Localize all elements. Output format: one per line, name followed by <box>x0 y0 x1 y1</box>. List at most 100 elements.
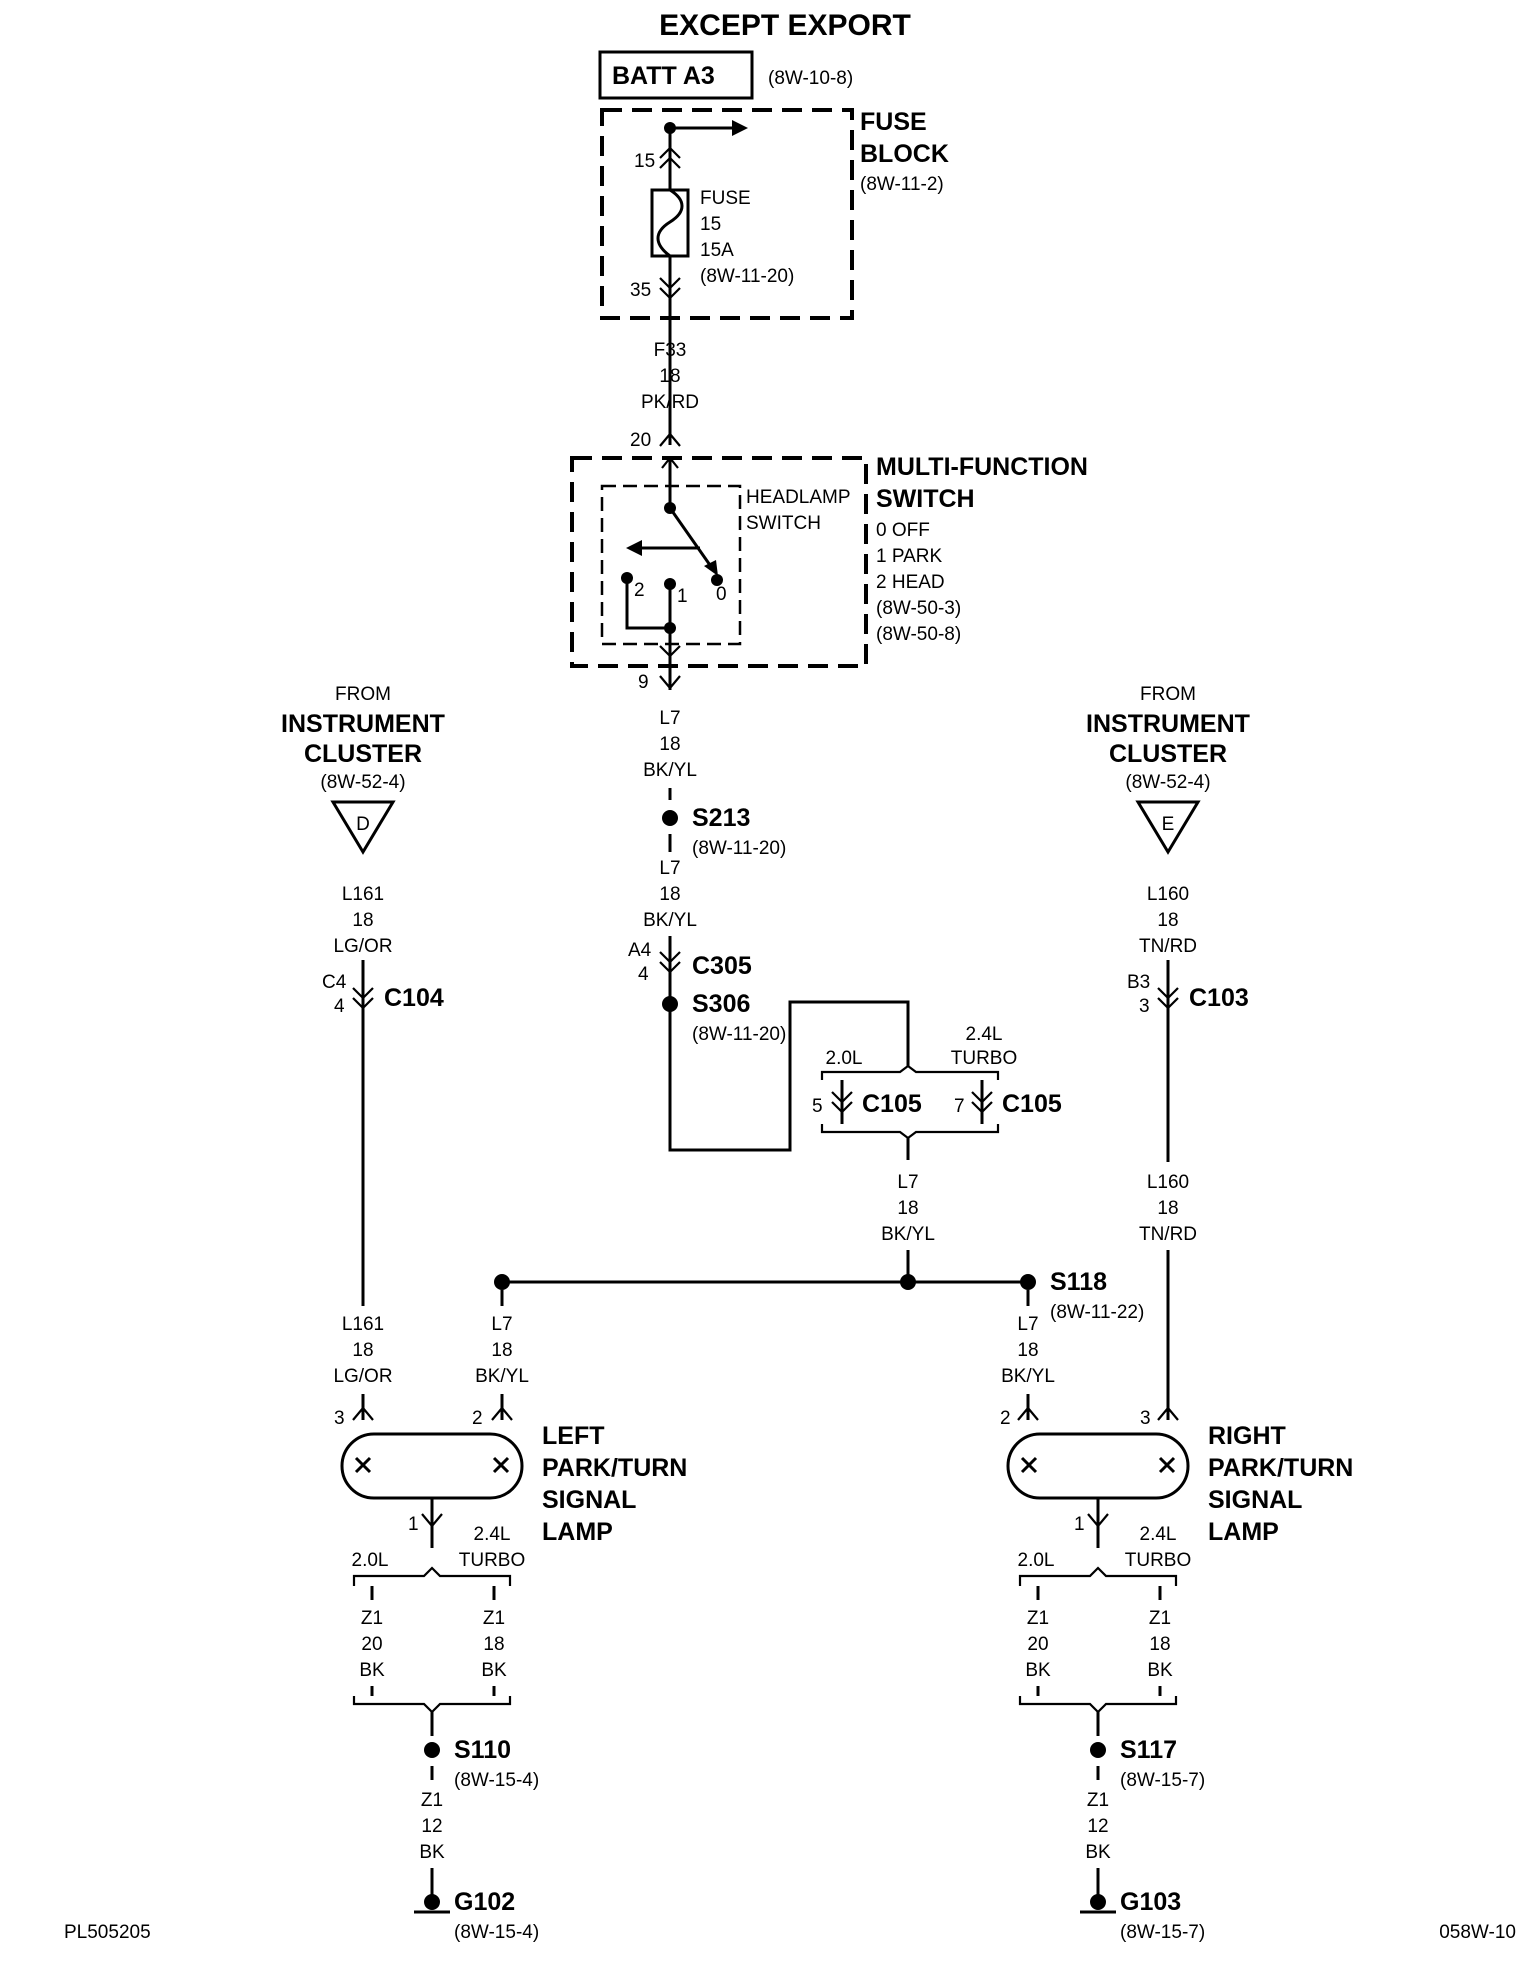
left-lamp-bulb-1 <box>354 1456 372 1474</box>
right-lamp-label-3: SIGNAL <box>1208 1486 1302 1514</box>
right-lamp-body <box>1006 1432 1190 1500</box>
fuse-block-ref: (8W-11-2) <box>860 174 944 195</box>
s213-ref: (8W-11-20) <box>692 838 786 859</box>
fuse-out-connector <box>659 277 681 300</box>
left-lamp-pin3-connector <box>352 1406 374 1421</box>
mfs-opt-1: 1 PARK <box>876 546 943 567</box>
s110-ref: (8W-15-4) <box>454 1770 539 1791</box>
right-lamp-bulb-2 <box>1158 1456 1176 1474</box>
diagram-title: EXCEPT EXPORT <box>659 9 911 42</box>
switch-out-arrow <box>659 645 681 658</box>
switch-contact-0 <box>711 574 723 586</box>
wire-l7c-gauge: 18 <box>897 1198 918 1219</box>
left-ground-wb-color: BK <box>481 1660 507 1681</box>
ic-left-from: FROM <box>335 684 391 705</box>
c105-bottom-bracket <box>820 1124 1000 1140</box>
wire-l7-right-gauge: 18 <box>1017 1340 1038 1361</box>
ic-left-label-1: INSTRUMENT <box>281 710 445 738</box>
wire-l7b-color: BK/YL <box>643 910 697 931</box>
fuse-block-label-1: FUSE <box>860 108 927 136</box>
g102-label: G102 <box>454 1888 515 1916</box>
g103-ref: (8W-15-7) <box>1120 1922 1205 1943</box>
left-ground-opt-b1: 2.4L <box>474 1524 511 1545</box>
batt-label: BATT A3 <box>612 62 715 90</box>
mfs-out-connector <box>659 675 681 690</box>
right-ground-wa-code: Z1 <box>1027 1608 1049 1629</box>
c305-pin-b: 4 <box>638 964 649 985</box>
right-ground-wb-code: Z1 <box>1149 1608 1171 1629</box>
connector-c104 <box>352 987 374 1010</box>
left-ground-wa-code: Z1 <box>361 1608 383 1629</box>
wire-f33-color: PK/RD <box>641 392 699 413</box>
c105-connector-b <box>971 1091 993 1114</box>
ic-right-label-1: INSTRUMENT <box>1086 710 1250 738</box>
left-ground-wc-color: BK <box>419 1842 445 1863</box>
c104-pin-a: C4 <box>322 972 347 993</box>
ic-right-from: FROM <box>1140 684 1196 705</box>
mfs-outline <box>570 456 868 668</box>
splice-s118 <box>1020 1274 1036 1290</box>
mfs-ref-2: (8W-50-8) <box>876 624 961 645</box>
wire-l7c-color: BK/YL <box>881 1224 935 1245</box>
ic-left-letter: D <box>356 814 370 835</box>
left-lamp-pin1: 1 <box>408 1514 419 1535</box>
headlamp-sub-2: SWITCH <box>746 513 821 534</box>
c105-label-a: C105 <box>862 1090 922 1118</box>
connector-c305 <box>659 951 681 974</box>
fuse-link <box>656 188 684 258</box>
c105-connector-a <box>831 1091 853 1114</box>
right-ground-wa-gauge: 20 <box>1027 1634 1048 1655</box>
c105-opt-b2: TURBO <box>951 1048 1018 1069</box>
left-ground-wa-gauge: 20 <box>361 1634 382 1655</box>
right-ground-opt-b2: TURBO <box>1125 1550 1192 1571</box>
fuse-pin-in: 15 <box>634 151 655 172</box>
c105-opt-a: 2.0L <box>826 1048 863 1069</box>
wire-l7a-color: BK/YL <box>643 760 697 781</box>
wire-l7-right-color: BK/YL <box>1001 1366 1055 1387</box>
s118-label: S118 <box>1050 1268 1107 1296</box>
fuse-block-label-2: BLOCK <box>860 140 949 168</box>
mfs-opt-0: 0 OFF <box>876 520 930 541</box>
s117-label: S117 <box>1120 1736 1177 1764</box>
left-lamp-pin2-connector <box>491 1406 513 1421</box>
batt-box <box>598 50 754 100</box>
ic-left-ref: (8W-52-4) <box>320 772 405 793</box>
ic-right-letter: E <box>1162 814 1175 835</box>
left-ground-opt-a: 2.0L <box>352 1550 389 1571</box>
s306-ref: (8W-11-20) <box>692 1024 786 1045</box>
splice-s110 <box>424 1742 440 1758</box>
right-ground-wb-color: BK <box>1147 1660 1173 1681</box>
left-ground-wc-gauge: 12 <box>421 1816 442 1837</box>
fuse-label-2: 15 <box>700 214 721 235</box>
left-ground-bottom-bracket <box>352 1696 512 1714</box>
wire-l7b-code: L7 <box>659 858 680 879</box>
left-lamp-pin1-connector <box>421 1513 443 1528</box>
fuse-label-1: FUSE <box>700 188 751 209</box>
ground-g103-node <box>1090 1894 1106 1910</box>
wire-l160a-code: L160 <box>1147 884 1189 905</box>
left-ground-top-bracket <box>352 1566 512 1586</box>
wire-l160a-color: TN/RD <box>1139 936 1197 957</box>
s110-label: S110 <box>454 1736 511 1764</box>
right-lamp-label-1: RIGHT <box>1208 1422 1286 1450</box>
right-ground-wc-code: Z1 <box>1087 1790 1109 1811</box>
right-lamp-pin2: 2 <box>1000 1408 1011 1429</box>
right-lamp-pin2-connector <box>1017 1406 1039 1421</box>
c105-opt-b1: 2.4L <box>966 1024 1003 1045</box>
right-ground-wc-color: BK <box>1085 1842 1111 1863</box>
headlamp-sub-1: HEADLAMP <box>746 487 851 508</box>
c104-pin-b: 4 <box>334 996 345 1017</box>
right-ground-wa-color: BK <box>1025 1660 1051 1681</box>
fuse-bus-arrow-head <box>732 120 748 136</box>
footer-left-code: PL505205 <box>64 1922 151 1943</box>
left-ground-wb-code: Z1 <box>483 1608 505 1629</box>
c105-label-b: C105 <box>1002 1090 1062 1118</box>
left-lamp-pin2: 2 <box>472 1408 483 1429</box>
c105-pin-b: 7 <box>954 1096 965 1117</box>
s117-ref: (8W-15-7) <box>1120 1770 1205 1791</box>
fuse-block-outline <box>600 108 854 320</box>
right-ground-bottom-bracket <box>1018 1696 1178 1714</box>
wire-l7c-code: L7 <box>897 1172 918 1193</box>
